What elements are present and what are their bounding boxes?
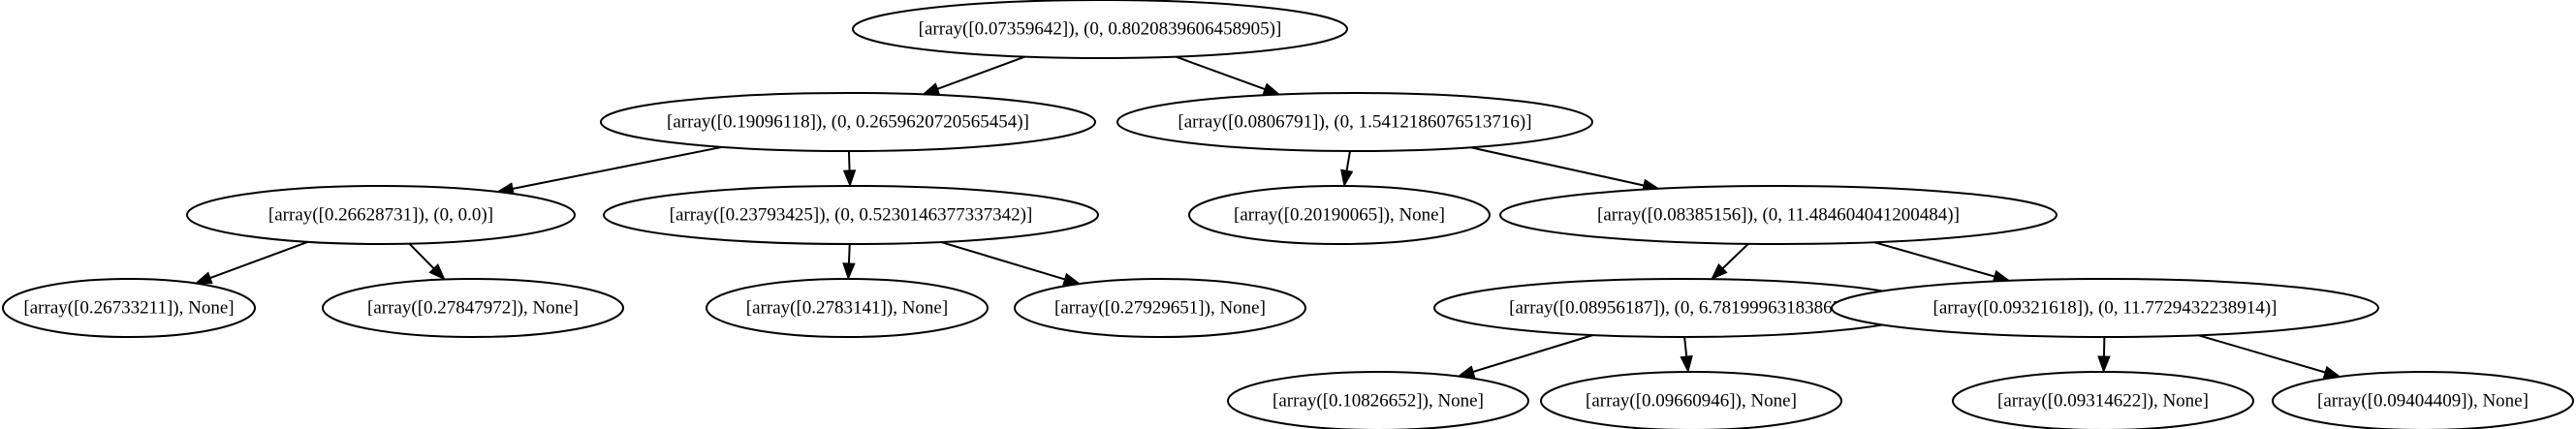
tree-node: [array([0.0806791]), (0, 1.5412186076513…	[1116, 92, 1593, 152]
tree-edge	[194, 240, 309, 285]
tree-edge	[1680, 336, 1693, 374]
node-ellipse	[1227, 371, 1529, 429]
tree-node: [array([0.09314622]), None]	[1952, 371, 2254, 429]
tree-edge	[1175, 55, 1281, 96]
tree-edge	[1873, 241, 2011, 283]
node-ellipse	[600, 92, 1096, 152]
node-label: [array([0.09660946]), None]	[1586, 391, 1797, 412]
node-ellipse	[603, 185, 1099, 245]
tree-edge	[2097, 336, 2111, 374]
node-label: [array([0.23793425]), (0, 0.523014637733…	[670, 205, 1033, 226]
tree-node: [array([0.09660946]), None]	[1540, 371, 1842, 429]
node-label: [array([0.10826652]), None]	[1272, 391, 1484, 412]
node-label: [array([0.0806791]), (0, 1.5412186076513…	[1178, 112, 1531, 133]
tree-node: [array([0.26733211]), None]	[2, 278, 256, 338]
node-label: [array([0.27929651]), None]	[1054, 298, 1266, 319]
node-ellipse	[1014, 278, 1306, 338]
tree-node: [array([0.07359642]), (0, 0.802083960645…	[852, 0, 1348, 59]
arrowhead-icon	[2097, 355, 2111, 374]
node-label: [array([0.19096118]), (0, 0.265962072056…	[667, 112, 1029, 133]
edge-line	[1721, 243, 1749, 269]
arrowhead-icon	[842, 169, 857, 188]
node-ellipse	[1116, 92, 1593, 152]
tree-edge	[1457, 334, 1593, 379]
edge-line	[847, 243, 851, 264]
edge-line	[940, 240, 1065, 281]
tree-node: [array([0.10826652]), None]	[1227, 371, 1529, 429]
node-ellipse	[1831, 278, 2379, 338]
tree-edge	[408, 242, 446, 281]
node-ellipse	[1540, 371, 1842, 429]
edge-line	[847, 150, 851, 171]
node-label: [array([0.27847972]), None]	[367, 298, 579, 319]
node-ellipse	[186, 185, 576, 245]
edge-line	[1873, 241, 1995, 278]
node-ellipse	[1499, 185, 2058, 245]
node-label: [array([0.26628731]), (0, 0.0)]	[268, 205, 493, 226]
arrowhead-icon	[428, 263, 446, 281]
tree-edge	[1470, 146, 1661, 192]
edge-line	[937, 55, 1025, 90]
arrowhead-icon	[842, 262, 856, 281]
tree-edge	[495, 145, 723, 196]
arrowhead-icon	[1710, 262, 1728, 281]
tree-node: [array([0.08956187]), (0, 6.781999631838…	[1433, 278, 1930, 338]
edge-line	[408, 242, 435, 269]
edge-line	[2198, 334, 2326, 374]
edge-line	[1683, 336, 1688, 357]
node-ellipse	[322, 278, 624, 338]
node-ellipse	[2, 278, 256, 338]
node-ellipse	[2272, 371, 2574, 429]
tree-node: [array([0.09321618]), (0, 11.77294322389…	[1831, 278, 2379, 338]
arrowhead-icon	[1680, 354, 1693, 374]
node-label: [array([0.2783141]), None]	[746, 298, 948, 319]
edge-line	[1345, 150, 1351, 171]
tree-node: [array([0.20190065]), None]	[1188, 185, 1491, 245]
tree-edge	[1710, 243, 1749, 281]
arrowhead-icon	[1340, 169, 1354, 188]
tree-node: [array([0.2783141]), None]	[706, 278, 989, 338]
node-label: [array([0.07359642]), (0, 0.802083960645…	[919, 19, 1282, 40]
tree-node: [array([0.27929651]), None]	[1014, 278, 1306, 338]
tree-node: [array([0.23793425]), (0, 0.523014637733…	[603, 185, 1099, 245]
node-ellipse	[852, 0, 1348, 59]
node-label: [array([0.08956187]), (0, 6.781999631838…	[1509, 298, 1854, 319]
node-label: [array([0.20190065]), None]	[1234, 205, 1445, 226]
node-label: [array([0.09314622]), None]	[1997, 391, 2209, 412]
edge-line	[1470, 146, 1645, 187]
tree-edge	[940, 240, 1082, 286]
arrowhead-icon	[922, 82, 941, 96]
arrowhead-icon	[1262, 82, 1281, 96]
node-label: [array([0.08385156]), (0, 11.48460404120…	[1597, 205, 1960, 226]
node-label: [array([0.09321618]), (0, 11.77294322389…	[1933, 298, 2278, 319]
tree-node: [array([0.27847972]), None]	[322, 278, 624, 338]
node-label: [array([0.09404409]), None]	[2317, 391, 2529, 412]
tree-node: [array([0.26628731]), (0, 0.0)]	[186, 185, 576, 245]
node-ellipse	[1188, 185, 1491, 245]
tree-node: [array([0.19096118]), (0, 0.265962072056…	[600, 92, 1096, 152]
node-label: [array([0.26733211]), None]	[23, 298, 234, 319]
tree-edge	[922, 55, 1025, 96]
edge-line	[1175, 55, 1266, 91]
edge-line	[512, 145, 723, 190]
edge-line	[1472, 334, 1593, 373]
tree-edge	[1340, 150, 1354, 188]
node-ellipse	[706, 278, 989, 338]
tree-node: [array([0.09404409]), None]	[2272, 371, 2574, 429]
tree-edge	[842, 150, 857, 188]
node-ellipse	[1952, 371, 2254, 429]
edge-line	[209, 240, 309, 279]
tree-edge	[2198, 334, 2341, 379]
tree-edge	[842, 243, 856, 281]
arrowhead-icon	[194, 271, 213, 285]
tree-node: [array([0.08385156]), (0, 11.48460404120…	[1499, 185, 2058, 245]
